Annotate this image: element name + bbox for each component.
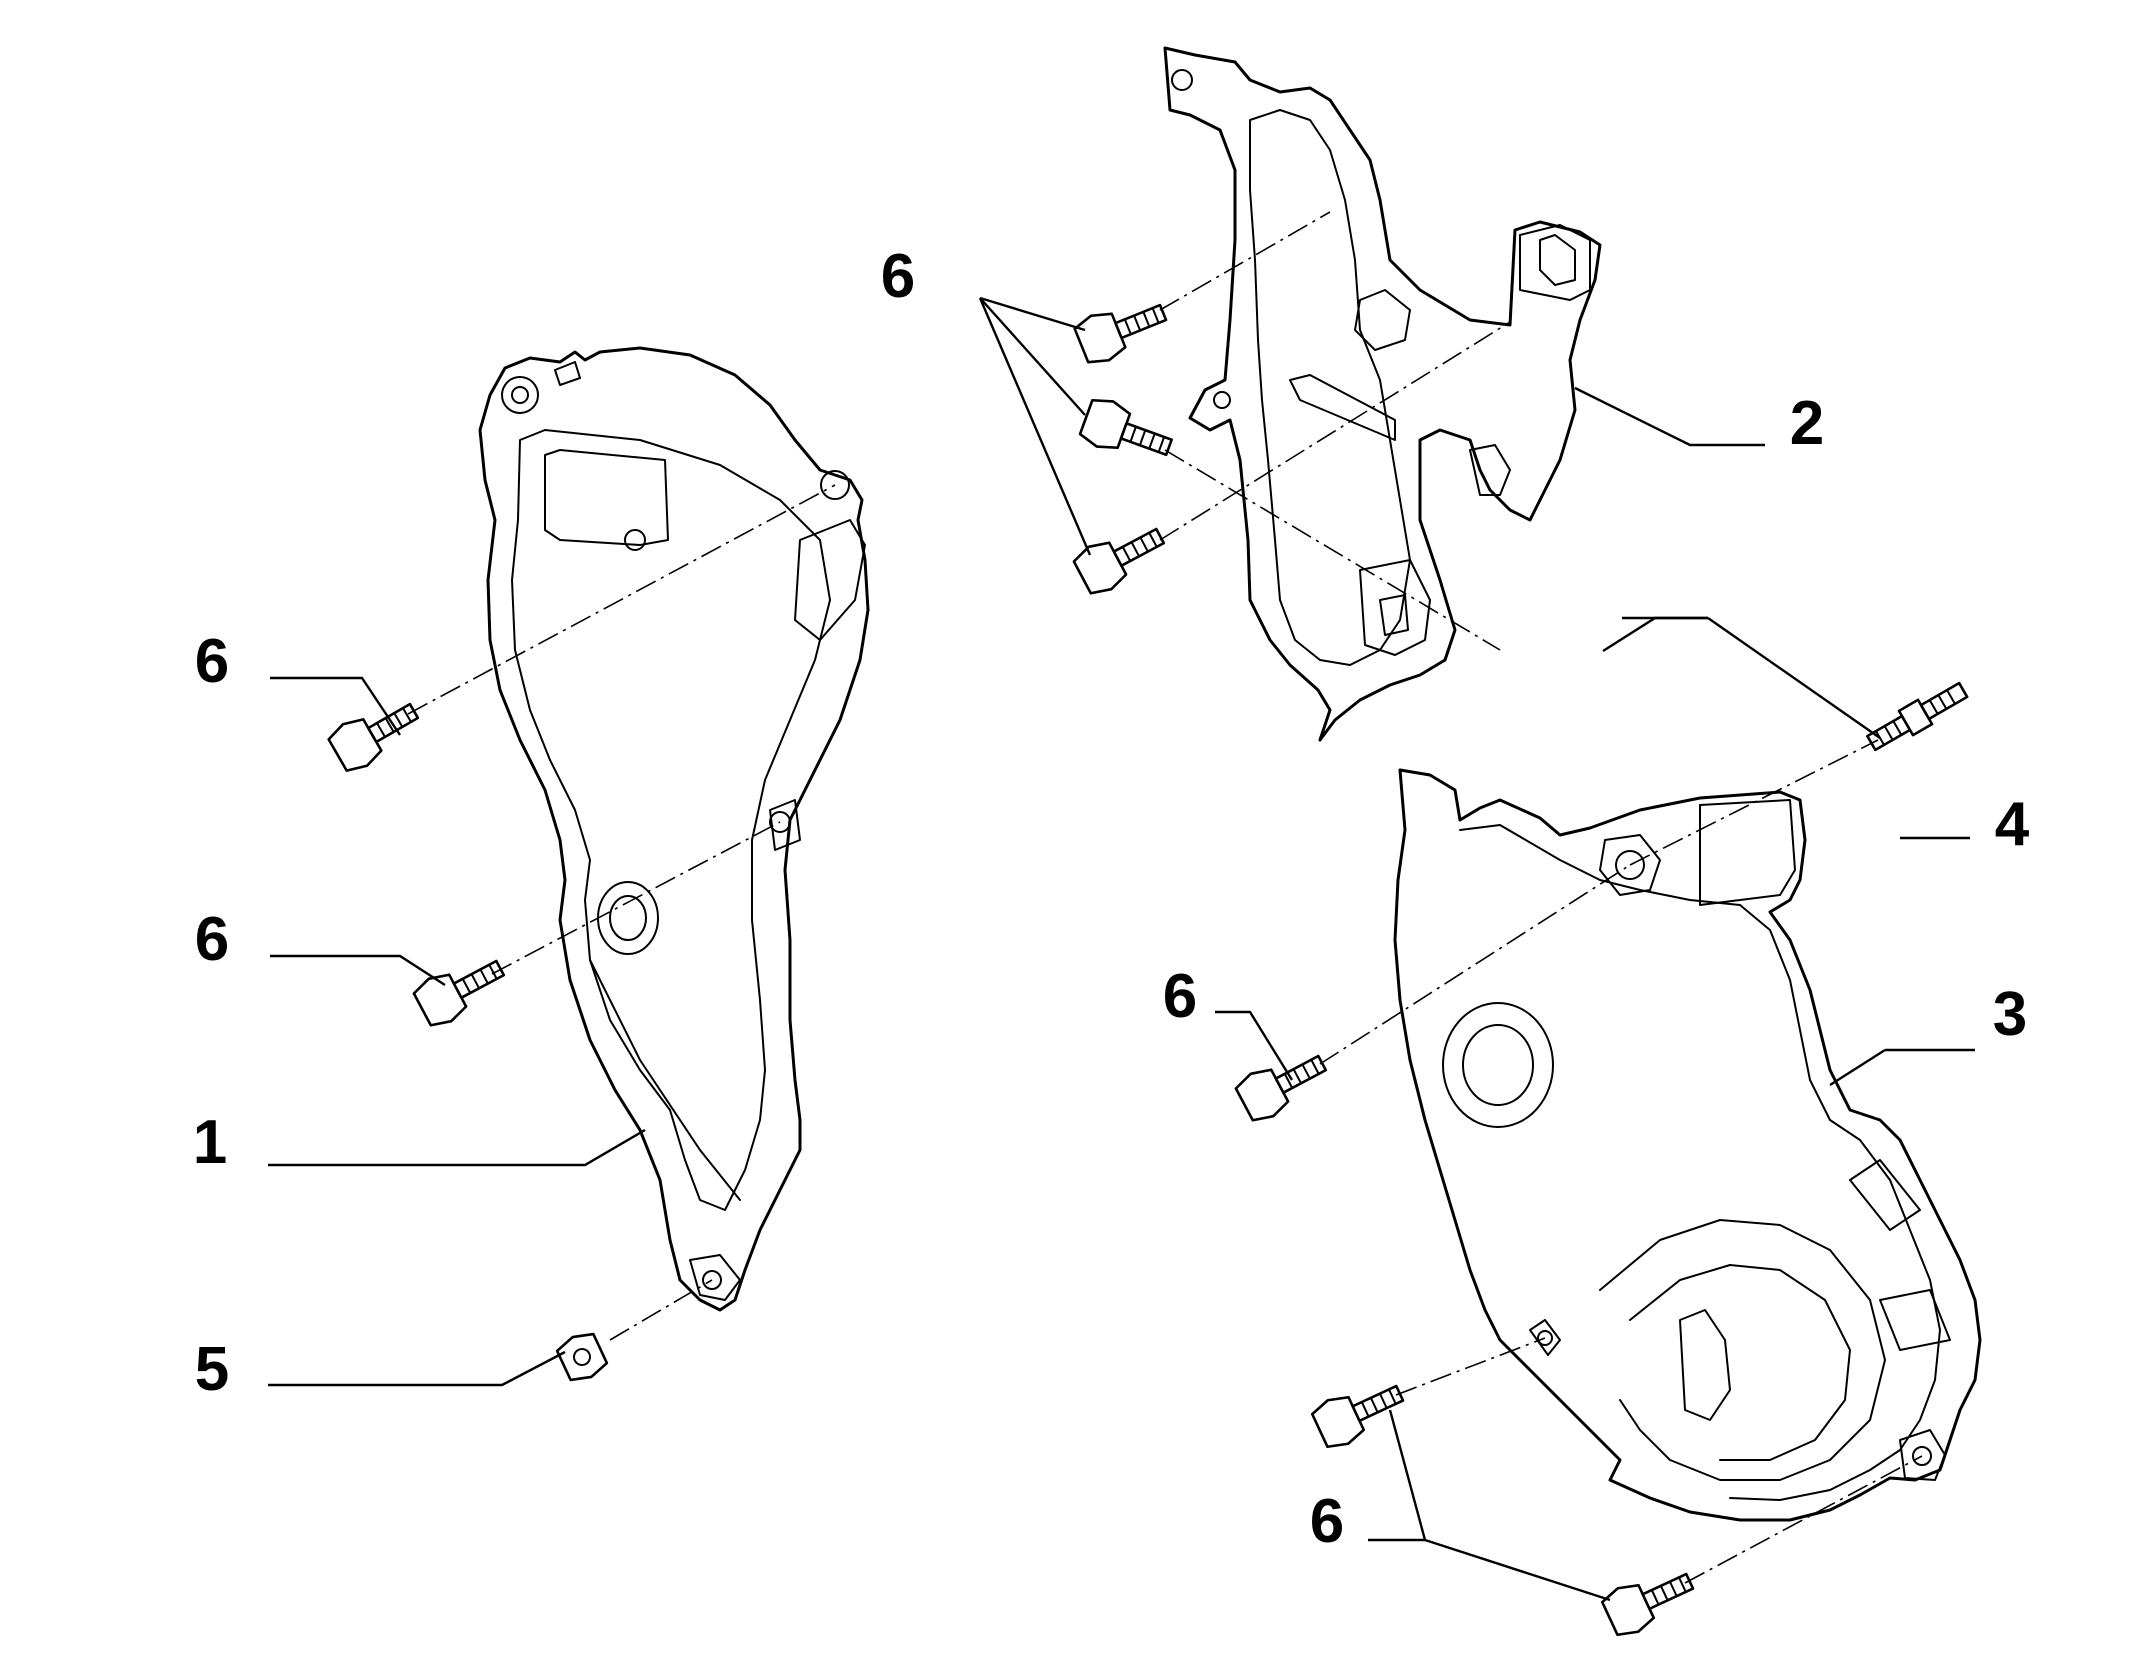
part-3-lower-timing-cover: [1393, 768, 1982, 1522]
callout-2: 2: [1789, 389, 1825, 458]
bolt-6e-2: [1600, 1572, 1695, 1637]
bolt-6c-3: [1072, 527, 1166, 595]
part-2-upper-timing-cover: [1163, 46, 1602, 742]
nut-5: [555, 1332, 609, 1382]
bolt-6a: [327, 702, 420, 772]
bolt-6d: [1234, 1054, 1328, 1122]
assembly-axes: [407, 211, 1923, 1584]
callout-1: 1: [192, 1108, 228, 1177]
bolt-6c-2: [1078, 398, 1173, 457]
callout-4: 4: [1994, 790, 2030, 859]
callout-6-left-middle: 6: [194, 905, 230, 974]
callout-6-top-cluster: 6: [880, 242, 916, 311]
leader-lines: [268, 296, 1975, 1602]
callout-6-right-middle: 6: [1162, 962, 1198, 1031]
bolt-6b: [412, 959, 506, 1027]
callout-6-bottom: 6: [1309, 1487, 1345, 1556]
stud-4: [1866, 681, 1969, 752]
callout-5: 5: [194, 1335, 230, 1404]
bolt-6e-1: [1310, 1384, 1405, 1449]
callout-3: 3: [1992, 980, 2028, 1049]
callout-6-left-top: 6: [194, 627, 230, 696]
part-1-left-timing-cover: [478, 346, 870, 1312]
bolt-6c-1: [1073, 303, 1168, 364]
